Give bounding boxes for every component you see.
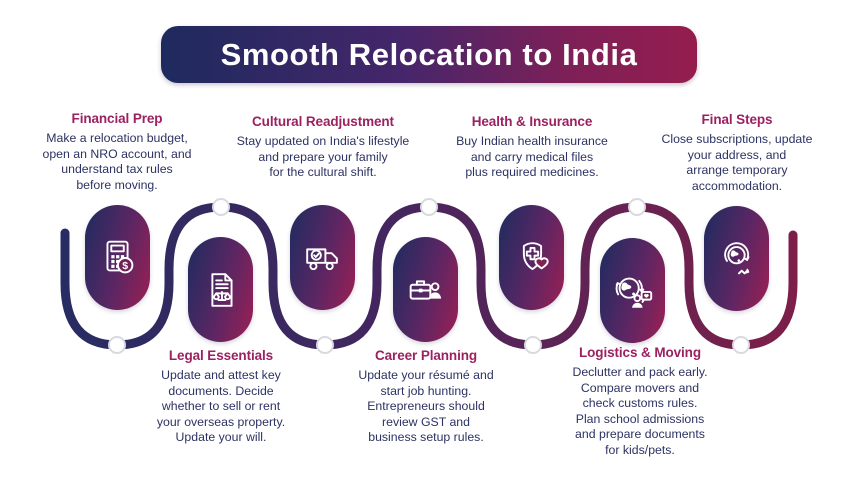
step-pill-cultural-readjustment [290, 205, 355, 310]
step-title: Financial Prep [71, 111, 163, 126]
step-financial-prep: Financial Prep Make a relocation budget,… [11, 111, 223, 193]
title-banner: Smooth Relocation to India [161, 26, 697, 83]
timeline-node [732, 336, 750, 354]
step-legal-essentials: Legal Essentials Update and attest key d… [115, 348, 327, 446]
step-title: Final Steps [701, 112, 773, 127]
step-title: Legal Essentials [168, 348, 274, 363]
shield-cross-heart-icon [522, 241, 549, 270]
step-pill-career-planning [393, 237, 458, 342]
step-pill-final-steps [704, 206, 769, 311]
moving-truck-check-icon [305, 247, 338, 270]
step-pill-legal-essentials [188, 237, 253, 342]
step-career-planning: Career Planning Update your résumé and s… [320, 348, 532, 446]
step-description: Buy Indian health insurance and carry me… [456, 134, 608, 180]
timeline-node [316, 336, 334, 354]
step-pill-health-insurance [499, 205, 564, 310]
step-title: Logistics & Moving [579, 345, 701, 360]
step-final-steps: Final Steps Close subscriptions, update … [631, 112, 843, 194]
globe-cycle-arrow-icon [723, 241, 749, 274]
step-description: Update your résumé and start job hunting… [358, 368, 494, 445]
timeline-node [524, 336, 542, 354]
calculator-dollar-icon: $ [106, 240, 133, 273]
briefcase-person-icon [409, 279, 441, 300]
step-health-insurance: Health & Insurance Buy Indian health ins… [426, 114, 638, 181]
globe-people-heart-icon [615, 277, 652, 308]
step-description: Declutter and pack early. Compare movers… [572, 365, 708, 457]
timeline-node [420, 198, 438, 216]
page-title: Smooth Relocation to India [220, 36, 638, 72]
step-description: Make a relocation budget, open an NRO ac… [42, 131, 192, 192]
step-description: Close subscriptions, update your address… [661, 132, 813, 193]
step-cultural-readjustment: Cultural Readjustment Stay updated on In… [217, 114, 429, 181]
timeline-node [108, 336, 126, 354]
step-title: Health & Insurance [471, 114, 593, 129]
step-title: Cultural Readjustment [252, 114, 394, 129]
step-description: Update and attest key documents. Decide … [156, 368, 286, 445]
svg-text:$: $ [122, 260, 128, 272]
step-pill-logistics-moving [600, 238, 665, 343]
step-logistics-moving: Logistics & Moving Declutter and pack ea… [534, 345, 746, 459]
step-title: Career Planning [374, 348, 478, 363]
legal-document-scales-icon [210, 272, 233, 307]
step-pill-financial-prep: $ [85, 205, 150, 310]
step-description: Stay updated on India's lifestyle and pr… [236, 134, 410, 180]
timeline-node [628, 198, 646, 216]
timeline-node [212, 198, 230, 216]
